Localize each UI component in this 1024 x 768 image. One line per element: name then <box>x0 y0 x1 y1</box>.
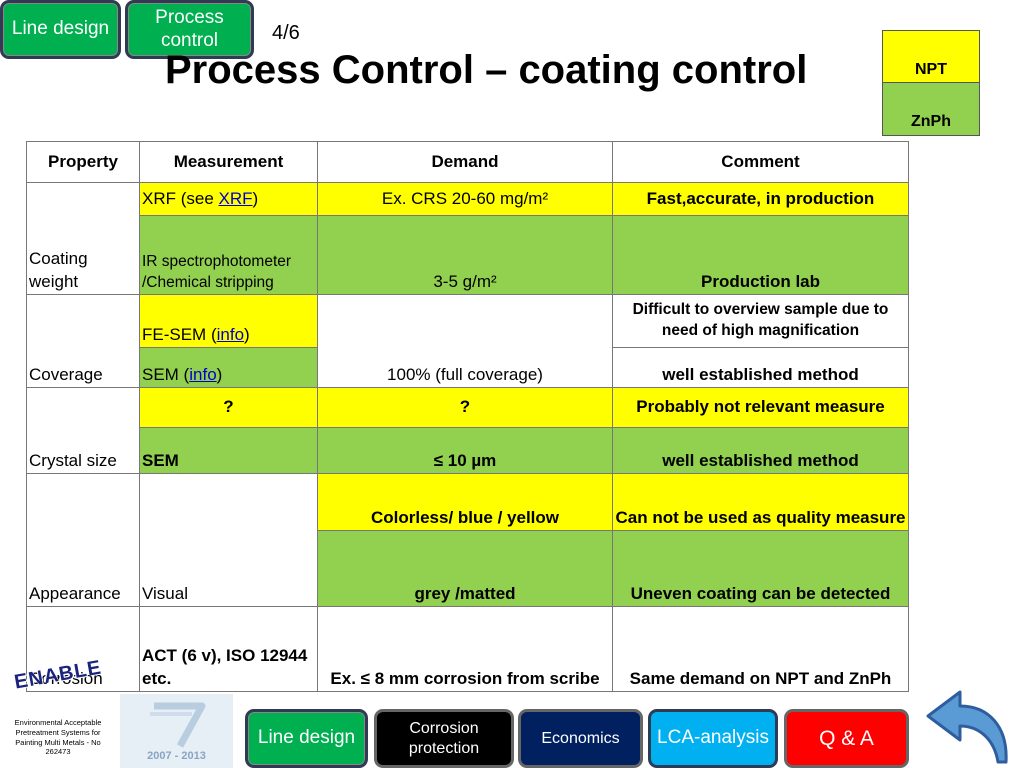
coating-control-table: Property Measurement Demand Comment Coat… <box>26 141 909 693</box>
fp7-seven-icon <box>150 702 206 748</box>
header-property: Property <box>26 141 140 183</box>
line-design-bottom-label: Line design <box>257 727 356 749</box>
measurement-corrosion: ACT (6 v), ISO 12944 etc. <box>139 606 318 692</box>
property-crystal-size: Crystal size <box>26 387 140 474</box>
legend-znph: ZnPh <box>883 83 979 135</box>
demand-corrosion: Ex. ≤ 8 mm corrosion from scribe <box>317 606 613 692</box>
economics-button[interactable]: Economics <box>518 709 643 768</box>
header-measurement: Measurement <box>139 141 318 183</box>
measurement-sem: SEM (info) <box>139 347 318 388</box>
property-coverage: Coverage <box>26 294 140 388</box>
legend-npt: NPT <box>883 31 979 83</box>
comment-fesem: Difficult to overview sample due to need… <box>612 294 909 348</box>
table-row: Appearance Visual Colorless/ blue / yell… <box>26 473 909 607</box>
property-corrosion: Corrosion <box>26 606 140 692</box>
line-design-nav-label: Line design <box>11 18 110 40</box>
property-coating-weight: Coating weight <box>26 182 140 295</box>
property-appearance: Appearance <box>26 473 140 607</box>
measurement-visual: Visual <box>139 473 318 607</box>
table-header-row: Property Measurement Demand Comment <box>26 141 909 183</box>
fp7-logo: 2007 - 2013 <box>120 694 233 768</box>
page-number: 4/6 <box>272 22 300 44</box>
comment-appearance-znph: Uneven coating can be detected <box>612 530 909 607</box>
comment-sem-crystal: well established method <box>612 427 909 474</box>
table-row: Crystal size ? ? Probably not relevant m… <box>26 387 909 474</box>
table-row: IR spectrophotometer /Chemical stripping… <box>27 215 909 295</box>
measurement-ir: IR spectrophotometer /Chemical stripping <box>139 215 318 295</box>
page-title: Process Control – coating control <box>165 48 808 92</box>
header-demand: Demand <box>317 141 613 183</box>
sem-info-link[interactable]: info <box>189 365 217 385</box>
table-row: grey /matted Uneven coating can be detec… <box>27 530 909 607</box>
project-footer-text: Environmental Acceptable Pretreatment Sy… <box>14 718 102 757</box>
fesem-info-link[interactable]: info <box>216 325 245 345</box>
process-control-nav-button[interactable]: Process control <box>125 0 254 59</box>
table-row: SEM ≤ 10 µm well established method <box>27 427 909 474</box>
xrf-link[interactable]: XRF <box>218 188 253 208</box>
measurement-unknown: ? <box>139 387 318 428</box>
demand-appearance-znph: grey /matted <box>317 530 613 607</box>
table-row: Corrosion ACT (6 v), ISO 12944 etc. Ex. … <box>26 606 909 692</box>
qa-button[interactable]: Q & A <box>784 709 909 768</box>
demand-appearance-npt: Colorless/ blue / yellow <box>317 473 613 531</box>
comment-ir: Production lab <box>612 215 909 295</box>
legend: NPT ZnPh <box>882 30 980 136</box>
back-arrow-icon[interactable] <box>918 676 1018 766</box>
economics-label: Economics <box>541 729 620 747</box>
demand-xrf: Ex. CRS 20-60 mg/m² <box>317 182 613 216</box>
measurement-sem-crystal: SEM <box>139 427 318 474</box>
header-comment: Comment <box>612 141 909 183</box>
lca-analysis-button[interactable]: LCA-analysis <box>648 709 778 768</box>
demand-coverage: 100% (full coverage) <box>317 294 613 388</box>
demand-unknown: ? <box>317 387 613 428</box>
measurement-xrf: XRF (see XRF) <box>139 182 318 216</box>
fp7-years: 2007 - 2013 <box>147 750 206 762</box>
table-row: Coverage FE-SEM (info) 100% (full covera… <box>26 294 909 388</box>
qa-label: Q & A <box>819 726 874 750</box>
corrosion-protection-label: Corrosion protection <box>408 720 480 757</box>
comment-appearance-npt: Can not be used as quality measure <box>612 473 909 531</box>
comment-xrf: Fast,accurate, in production <box>612 182 909 216</box>
comment-sem: well established method <box>612 347 909 388</box>
table-row: SEM (info) well established method <box>27 347 909 388</box>
demand-ir: 3-5 g/m² <box>317 215 613 295</box>
comment-corrosion: Same demand on NPT and ZnPh <box>612 606 909 692</box>
lca-analysis-label: LCA-analysis <box>657 727 769 749</box>
table-row: Coating weight XRF (see XRF) Ex. CRS 20-… <box>26 182 909 295</box>
process-control-nav-label: Process control <box>155 6 224 51</box>
demand-sem-crystal: ≤ 10 µm <box>317 427 613 474</box>
line-design-nav-button[interactable]: Line design <box>0 0 121 59</box>
line-design-bottom-button[interactable]: Line design <box>245 709 368 768</box>
measurement-fesem: FE-SEM (info) <box>139 294 318 348</box>
comment-unknown: Probably not relevant measure <box>612 387 909 428</box>
corrosion-protection-button[interactable]: Corrosion protection <box>374 709 514 768</box>
